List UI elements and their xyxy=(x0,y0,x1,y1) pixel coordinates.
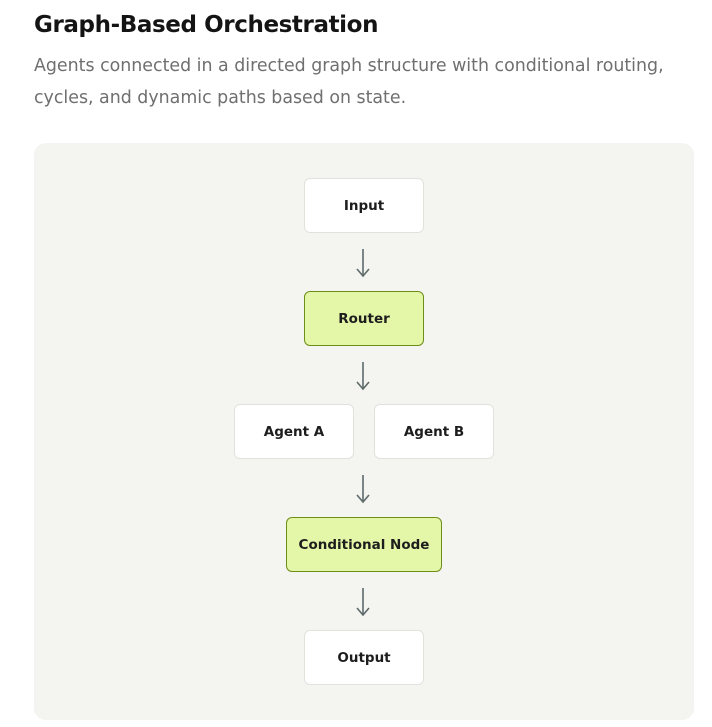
agent-b-node: Agent B xyxy=(374,404,494,459)
router-node: Router xyxy=(304,291,424,346)
diagram-canvas: Input Router Agent A Agent B Conditional… xyxy=(34,143,694,720)
arrow-down-icon xyxy=(356,588,370,617)
input-node: Input xyxy=(304,178,424,233)
agent-a-node: Agent A xyxy=(234,404,354,459)
page-title: Graph-Based Orchestration xyxy=(34,12,379,38)
arrow-down-icon xyxy=(356,475,370,504)
conditional-node: Conditional Node xyxy=(286,517,442,572)
arrow-down-icon xyxy=(356,249,370,278)
arrow-down-icon xyxy=(356,362,370,391)
page-description: Agents connected in a directed graph str… xyxy=(34,56,664,108)
output-node: Output xyxy=(304,630,424,685)
